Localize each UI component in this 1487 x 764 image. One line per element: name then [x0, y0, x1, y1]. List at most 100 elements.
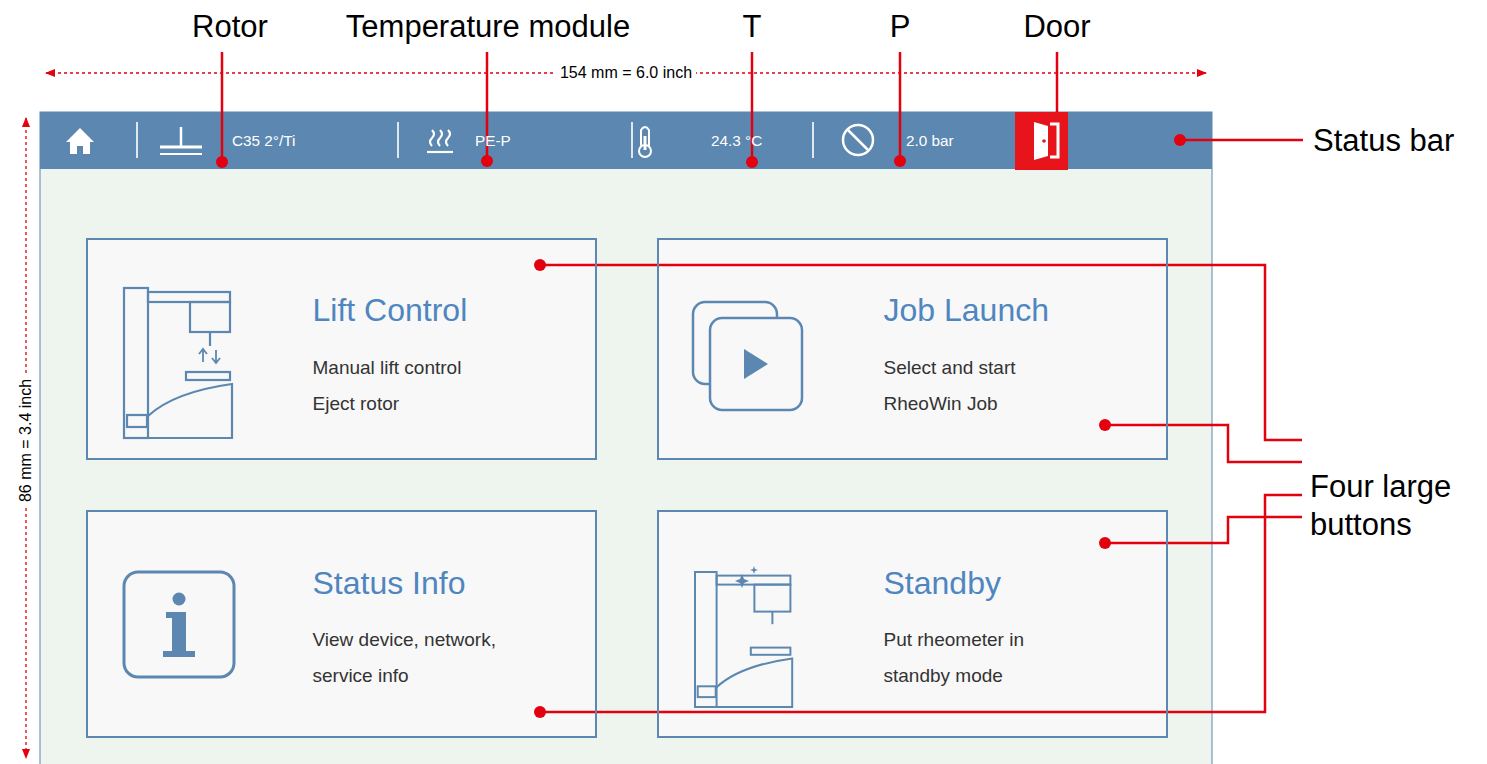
leader-dots-part — [216, 156, 228, 168]
rotor-icon — [160, 127, 202, 154]
button-title: Status Info — [313, 563, 583, 603]
heater-icon-part — [427, 151, 453, 153]
leader-lines-part — [221, 52, 224, 160]
button-description: Manual lift control Eject rotor — [313, 350, 498, 422]
leader-lines-part — [540, 495, 1302, 712]
pressure-icon — [843, 125, 873, 155]
rotor-icon-part — [160, 146, 202, 149]
dimension-arrows — [26, 73, 1206, 758]
leader-lines-part — [1105, 517, 1302, 543]
standby-icon-part — [764, 566, 786, 594]
info-icon — [124, 572, 234, 677]
leader-lines-part — [1105, 425, 1302, 462]
leader-dots-part — [894, 155, 906, 167]
door-icon-part — [1015, 112, 1068, 170]
job-icon-part — [744, 349, 768, 379]
leader-lines-part — [540, 265, 1302, 440]
button-fills — [86, 238, 1168, 738]
lift-icon-part-part — [202, 350, 204, 362]
button-description: Select and start RheoWin Job — [884, 350, 1064, 422]
callout-label: P — [890, 8, 911, 45]
standby-icon — [695, 566, 792, 707]
rotor-icon-part — [180, 127, 183, 146]
status-icons — [66, 112, 1068, 170]
thermometer-icon-part — [644, 136, 647, 150]
lift-icon-part-part — [212, 358, 220, 363]
screen-panel — [40, 112, 1212, 764]
button-fills-part — [86, 238, 597, 460]
leader-dots-part — [746, 156, 758, 168]
status-bar: C35 2°/Ti PE-P 24.3 °C 2.0 bar — [40, 112, 1212, 169]
pressure-icon-part — [848, 130, 868, 150]
status-dividers-part — [136, 122, 138, 158]
job-icon — [693, 302, 802, 410]
button-title: Job Launch — [884, 290, 1154, 330]
dimension-label: 154 mm = 6.0 inch — [556, 63, 696, 82]
heater-icon-part — [446, 130, 450, 146]
lift-icon-part — [124, 288, 232, 438]
leader-dots — [216, 134, 1186, 718]
door-icon-part — [1050, 124, 1058, 157]
status-dividers-part — [397, 122, 399, 158]
standby-icon-part — [735, 574, 749, 588]
button-fills-part — [657, 510, 1168, 738]
job-icon-part — [710, 318, 802, 410]
door-icon-part — [1034, 122, 1048, 160]
heater-icon — [427, 130, 453, 152]
rotor-value: C35 2°/Ti — [232, 112, 352, 169]
callout-label: Status bar — [1313, 122, 1454, 159]
leader-dots-part — [534, 706, 546, 718]
leader-dots-part — [1099, 419, 1111, 431]
leader-dots-part — [1174, 134, 1186, 146]
home-icon — [66, 128, 94, 154]
info-icon-part — [172, 612, 186, 654]
button-title: Standby — [884, 563, 1154, 603]
screen-ground — [40, 112, 1212, 764]
door-icon — [1015, 112, 1068, 170]
info-icon-part — [124, 572, 234, 677]
button-description: View device, network, service info — [313, 622, 541, 694]
leader-lines — [222, 52, 1303, 712]
status-bar-band — [40, 112, 1212, 169]
status-dividers-part — [812, 122, 814, 158]
lift-icon-part-part — [215, 350, 217, 362]
lift-icon-part — [199, 349, 220, 363]
lift-icon — [124, 288, 232, 438]
leader-dots-part — [1099, 537, 1111, 549]
leader-dots-part — [481, 155, 493, 167]
info-icon-part — [163, 651, 195, 657]
menu-button: Job LaunchSelect and start RheoWin Job — [657, 238, 1168, 460]
menu-button: StandbyPut rheometer in standby mode — [657, 510, 1168, 738]
button-fills-part — [657, 238, 1168, 460]
menu-button: Lift ControlManual lift control Eject ro… — [86, 238, 597, 460]
callout-label: T — [743, 8, 762, 45]
leader-lines-part — [1056, 52, 1059, 112]
callout-label: Rotor — [192, 8, 268, 45]
button-description: Put rheometer in standby mode — [884, 622, 1074, 694]
info-icon-part — [166, 612, 180, 618]
pressure-value: 2.0 bar — [906, 112, 996, 169]
temperature-value: 24.3 °C — [711, 112, 811, 169]
temperature-module-value: PE-P — [475, 112, 555, 169]
dimension-label: 86 mm = 3.4 inch — [17, 374, 36, 505]
info-icon-part — [173, 593, 186, 606]
button-fills-part — [86, 510, 597, 738]
standby-icon-part — [695, 572, 792, 707]
thermometer-icon — [639, 127, 651, 157]
button-title: Lift Control — [313, 290, 583, 330]
callout-label: Four large buttons — [1310, 468, 1485, 544]
leader-dots-part — [534, 259, 546, 271]
standby-icon-part — [750, 566, 758, 574]
heater-icon-part — [430, 130, 434, 146]
status-dividers-part — [631, 122, 633, 158]
heater-icon-part — [438, 130, 442, 146]
lift-icon-part-part — [199, 349, 207, 354]
rotor-icon-part — [160, 153, 202, 155]
menu-button: Status InfoView device, network, service… — [86, 510, 597, 738]
pressure-icon-part — [843, 125, 873, 155]
callout-label: Temperature module — [346, 8, 630, 45]
callout-label: Door — [1023, 8, 1090, 45]
leader-lines-part — [1180, 139, 1303, 142]
